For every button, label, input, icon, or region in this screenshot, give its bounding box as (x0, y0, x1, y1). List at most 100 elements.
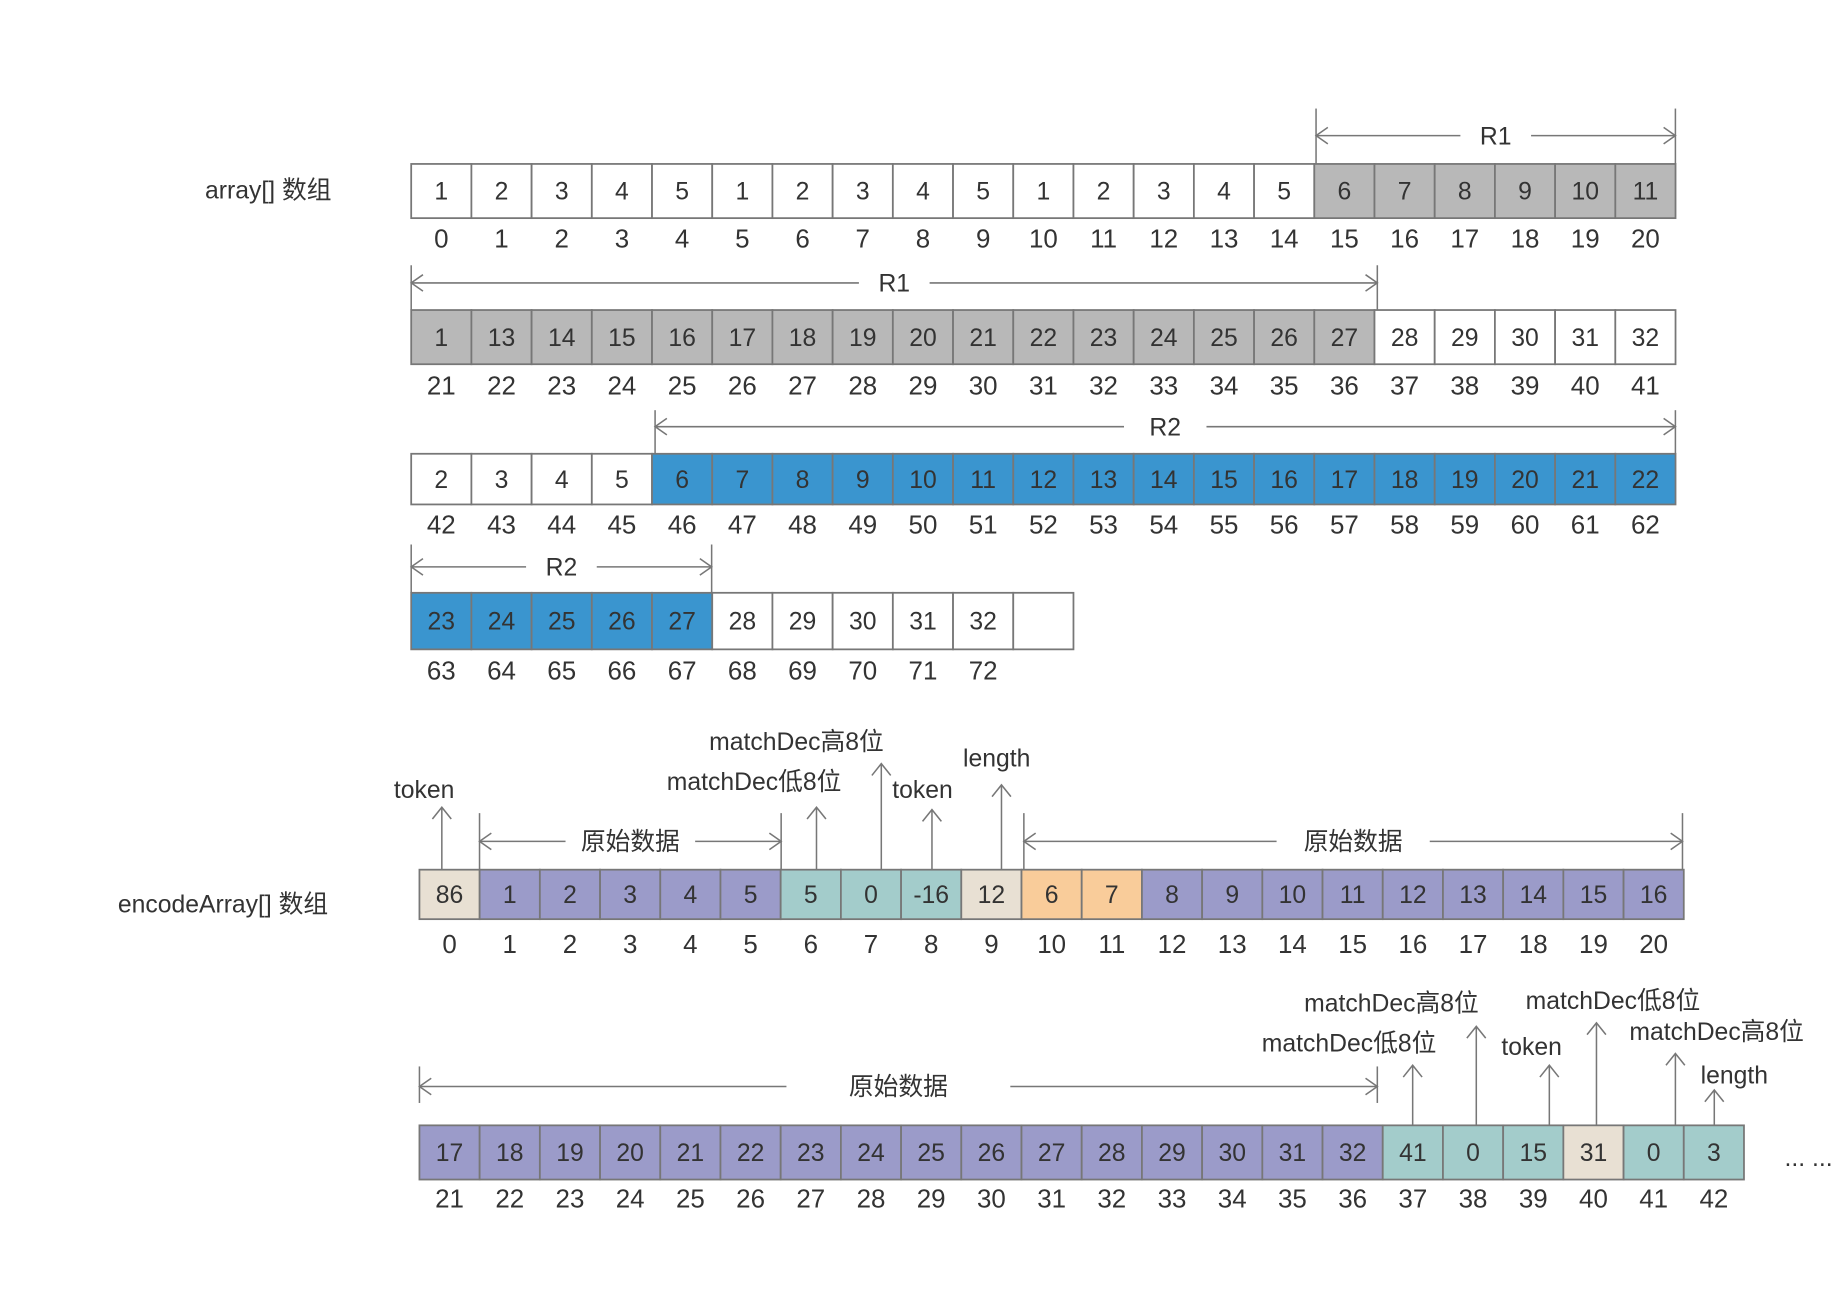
array-cell-value: 7 (735, 467, 749, 494)
array-index-label: 4 (675, 225, 689, 253)
encode-cell-value: 20 (616, 1140, 644, 1167)
encode-cell (659, 868, 722, 921)
encode-index-label: 36 (1338, 1186, 1367, 1214)
array-cell-value: 3 (555, 179, 569, 206)
array-index-label: 31 (1029, 373, 1058, 401)
array-cell-value: 5 (615, 467, 629, 494)
encode-cell-value: 12 (1399, 882, 1427, 909)
array-index-label: 22 (487, 373, 516, 401)
array-cell-value: 4 (916, 179, 930, 206)
array-cell-value: 31 (909, 609, 937, 636)
encode-cell-value: 5 (804, 882, 818, 909)
array-cell (410, 163, 473, 220)
encode-cell-value: 11 (1340, 882, 1366, 909)
encode-index-label: 17 (1459, 931, 1488, 959)
array-cell (1192, 452, 1255, 506)
encode-cell (478, 868, 541, 921)
array-index-label: 17 (1450, 225, 1479, 253)
array-cell-value: 18 (1391, 467, 1419, 494)
array-cell-value: 12 (1030, 467, 1058, 494)
encode-index-label: 3 (623, 931, 637, 959)
encode-cell-value: 12 (978, 882, 1006, 909)
array-index-label: 63 (427, 658, 456, 686)
encode-cell (1321, 1124, 1384, 1181)
encode-cell (1261, 868, 1324, 921)
array-index-label: 32 (1089, 373, 1118, 401)
array-cell-value: 26 (608, 609, 636, 636)
array-cell-value: 22 (1030, 325, 1058, 352)
array-cell-value: 22 (1632, 467, 1660, 494)
array-cell-value: 17 (1331, 467, 1359, 494)
array-cell-value: 32 (969, 609, 997, 636)
annotation-label: token (892, 777, 953, 804)
arrow-left-icon (1314, 126, 1329, 145)
array-cell (1253, 452, 1316, 506)
encode-cell-value: 30 (1218, 1140, 1246, 1167)
encode-cell-value: 0 (1647, 1140, 1661, 1167)
array-index-label: 16 (1390, 225, 1419, 253)
array-cell-value: 31 (1571, 325, 1599, 352)
array-index-label: 37 (1390, 373, 1419, 401)
array-cell-value: 30 (849, 609, 877, 636)
array-cell-value: 1 (735, 179, 749, 206)
array-index-label: 0 (434, 225, 448, 253)
array-index-label: 69 (788, 658, 817, 686)
array-index-label: 52 (1029, 512, 1058, 540)
encode-cell-value: 31 (1580, 1140, 1608, 1167)
encode-index-label: 7 (864, 931, 878, 959)
encode-cell (1502, 868, 1565, 921)
encode-index-label: 37 (1398, 1186, 1427, 1214)
array-cell (1373, 309, 1436, 366)
array-cell-value: 28 (1391, 325, 1419, 352)
array-index-label: 41 (1631, 373, 1660, 401)
encode-cell-value: 7 (1105, 882, 1119, 909)
arrow-right-icon (768, 832, 783, 851)
encode-cell-value: 15 (1580, 882, 1608, 909)
array-cell-value: 5 (1277, 179, 1291, 206)
array-index-label: 45 (608, 512, 637, 540)
encode-cell (1141, 868, 1204, 921)
array-cell (410, 309, 473, 366)
encode-cell (1201, 868, 1264, 921)
array-cell (1072, 163, 1135, 220)
array-cell (1132, 452, 1195, 506)
encode-cell-value: 13 (1459, 882, 1487, 909)
array-cell (1373, 452, 1436, 506)
encode-cell (1261, 1124, 1324, 1181)
array-cell (831, 309, 894, 366)
annotation-label: token (394, 777, 455, 804)
encode-cell (538, 868, 601, 921)
array-cell-value: 9 (1518, 179, 1532, 206)
annotation-label: matchDec低8位 (1262, 1030, 1437, 1058)
annotation-label: length (963, 745, 1030, 772)
encode-cell-value: 21 (677, 1140, 705, 1167)
encode-cell-value: 29 (1158, 1140, 1186, 1167)
arrow-up-icon (871, 762, 892, 776)
array-cell-value: 9 (856, 467, 870, 494)
encode-cell-value: 2 (563, 882, 577, 909)
array-index-label: 60 (1511, 512, 1540, 540)
encode-index-label: 11 (1098, 931, 1125, 959)
array-cell-value: 27 (668, 609, 696, 636)
array-cell (831, 163, 894, 220)
encode-cell-value: 0 (1466, 1140, 1480, 1167)
array-cell (651, 452, 714, 506)
span-label: R1 (1480, 123, 1512, 150)
ellipsis: ... ... (1784, 1145, 1832, 1172)
encode-cell-value: 86 (436, 882, 464, 909)
array-cell (1313, 163, 1376, 220)
array-index-label: 7 (856, 225, 870, 253)
array-cell (711, 309, 774, 366)
encode-cell (1201, 1124, 1264, 1181)
encode-cell-value: 41 (1399, 1140, 1427, 1167)
array-cell (1253, 309, 1316, 366)
array-index-label: 23 (547, 373, 576, 401)
encode-index-label: 26 (736, 1186, 765, 1214)
span-label: 原始数据 (581, 828, 680, 856)
encode-cell-value: 4 (683, 882, 697, 909)
array-index-label: 25 (668, 373, 697, 401)
array-cell-value: 11 (970, 467, 996, 494)
arrow-left-icon (418, 1077, 432, 1096)
array-index-label: 24 (608, 373, 637, 401)
encode-index-label: 14 (1278, 931, 1307, 959)
